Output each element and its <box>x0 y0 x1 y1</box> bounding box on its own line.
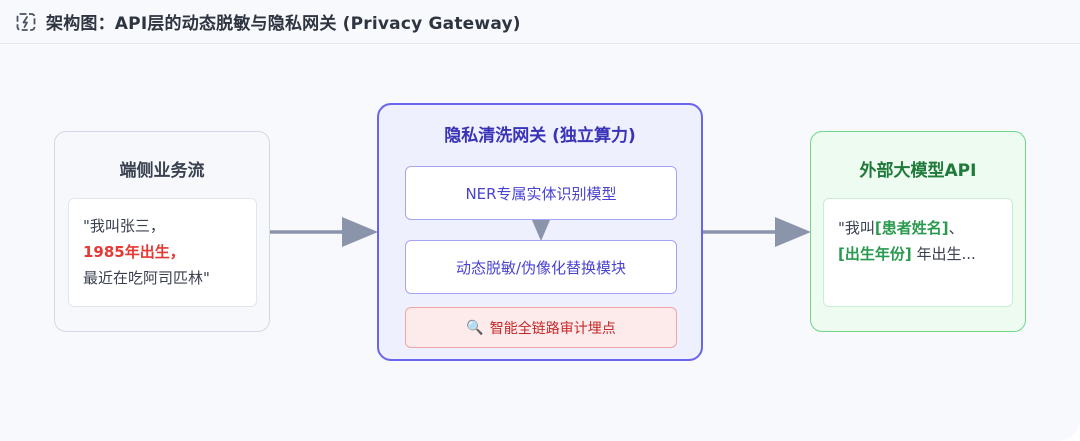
api-line-1: "我叫[患者姓名]、 <box>838 215 1012 241</box>
header-bar: 架构图：API层的动态脱敏与隐私网关 (Privacy Gateway) <box>0 0 1080 44</box>
api-line-1-prefix: "我叫 <box>838 219 875 237</box>
client-node-title: 端侧业务流 <box>119 161 205 181</box>
external-llm-api-node: 外部大模型API "我叫[患者姓名]、 [出生年份] 年出生... <box>810 131 1026 332</box>
client-line-1: "我叫张三， <box>83 217 165 235</box>
arrow-ner-to-masking <box>532 220 550 241</box>
arrow-gateway-to-api <box>703 217 811 247</box>
architecture-diagram-icon <box>16 12 36 32</box>
masking-replacement-module: 动态脱敏/伪像化替换模块 <box>405 240 677 294</box>
audit-label: 智能全链路审计埋点 <box>489 320 616 337</box>
client-line-3: 最近在吃阿司匹林" <box>83 269 210 287</box>
ner-model-module: NER专属实体识别模型 <box>405 166 677 220</box>
masked-name-tag: [患者姓名] <box>874 219 949 237</box>
gateway-node-title: 隐私清洗网关 (独立算力) <box>444 126 636 146</box>
client-business-flow-node: 端侧业务流 "我叫张三， 1985年出生， 最近在吃阿司匹林" <box>54 131 270 332</box>
diagram-title: 架构图：API层的动态脱敏与隐私网关 (Privacy Gateway) <box>46 14 521 34</box>
masked-birth-year-tag: [出生年份] <box>838 245 912 263</box>
client-message-card: "我叫张三， 1985年出生， 最近在吃阿司匹林" <box>68 198 257 307</box>
arrow-client-to-gateway <box>270 217 378 247</box>
api-line-2: [出生年份] 年出生... <box>838 241 1012 267</box>
api-message-card: "我叫[患者姓名]、 [出生年份] 年出生... <box>823 198 1013 307</box>
api-node-title: 外部大模型API <box>859 161 977 181</box>
audit-tracking-module: 🔍 智能全链路审计埋点 <box>405 307 677 348</box>
api-line-1-suffix: 、 <box>948 219 964 237</box>
magnifier-icon: 🔍 <box>466 319 484 336</box>
api-line-2-suffix: 年出生... <box>911 245 976 263</box>
client-line-sensitive: 1985年出生， <box>83 243 185 261</box>
privacy-gateway-node: 隐私清洗网关 (独立算力) NER专属实体识别模型 动态脱敏/伪像化替换模块 🔍… <box>377 103 703 361</box>
